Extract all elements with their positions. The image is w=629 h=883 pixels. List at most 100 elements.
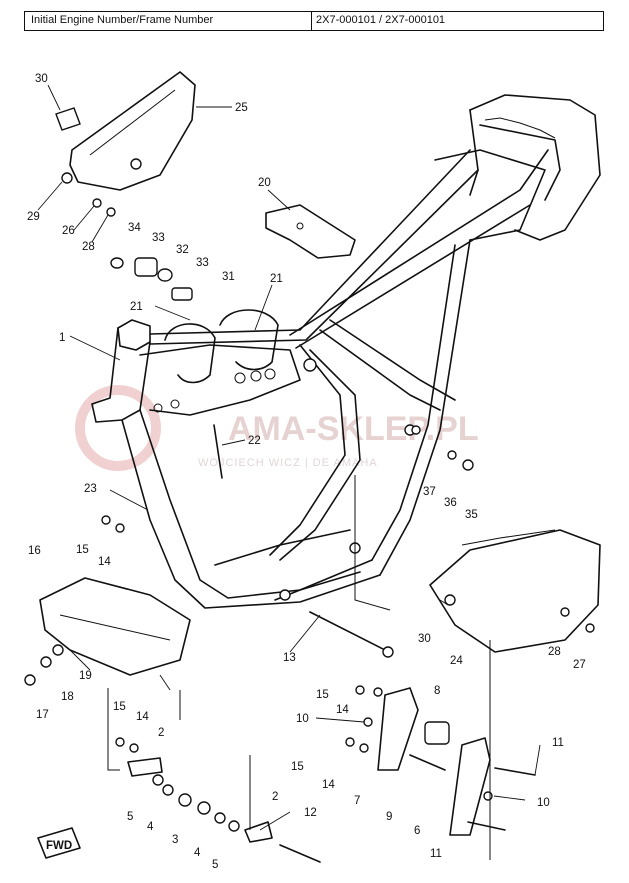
rear-crossbar-dots <box>484 117 556 139</box>
callout-9: 9 <box>386 811 392 823</box>
group-line <box>354 475 391 611</box>
leader-10a <box>315 717 365 723</box>
leader-30b <box>439 599 449 606</box>
bolt <box>92 198 102 208</box>
collar <box>52 644 64 656</box>
engine-mount-bolt-long <box>309 611 386 651</box>
bolt <box>462 459 474 471</box>
callout-10: 10 <box>296 713 309 725</box>
washer <box>560 607 570 617</box>
group-line <box>107 688 120 771</box>
side-cover-left <box>69 71 196 191</box>
callout-25: 25 <box>235 102 248 114</box>
forward-arrow: FWD <box>37 827 81 859</box>
callout-32: 32 <box>176 244 189 256</box>
watermark-subtext: WOJCIECH WICZ | DE AMAHA <box>198 457 378 469</box>
callouts: 30 25 29 26 28 20 34 33 32 33 31 21 21 1… <box>27 73 586 871</box>
top-tube-right-inner <box>295 204 531 349</box>
callout-17: 17 <box>36 709 49 721</box>
callout-5: 5 <box>212 859 218 871</box>
engine-bracket-left <box>377 687 419 771</box>
callout-14: 14 <box>322 779 335 791</box>
nut <box>483 791 493 801</box>
nut <box>101 515 111 525</box>
gusset-hole <box>170 399 180 409</box>
fwd-arrow-shape <box>37 827 81 859</box>
leader-22 <box>221 439 246 446</box>
head-pipe-body <box>91 327 151 423</box>
rear-crossbar <box>479 124 561 201</box>
center-down-tube <box>269 344 346 556</box>
nut <box>345 737 355 747</box>
washer <box>359 743 369 753</box>
leader-16 <box>159 674 171 691</box>
header-label: Initial Engine Number/Frame Number <box>25 12 312 30</box>
washer <box>162 784 174 796</box>
callout-14: 14 <box>136 711 149 723</box>
side-cover-right <box>429 529 601 653</box>
plate <box>127 757 163 777</box>
collar <box>424 721 450 745</box>
callout-16: 16 <box>28 545 41 557</box>
top-tube-left <box>149 149 471 335</box>
damper-pad <box>55 107 81 131</box>
callout-2: 2 <box>272 791 278 803</box>
mount-boss <box>303 358 317 372</box>
bolt <box>467 821 506 831</box>
washer <box>106 207 116 217</box>
leader-lines <box>37 84 541 831</box>
top-tube-left-inner <box>149 169 479 345</box>
rear-down-tube-inner <box>371 244 456 561</box>
bolt <box>409 754 446 771</box>
rear-frame-mid <box>434 149 546 241</box>
leader-12 <box>259 811 291 831</box>
collar <box>110 257 124 269</box>
bolt <box>494 767 536 776</box>
callout-7: 7 <box>354 795 360 807</box>
bottom-cross-member <box>214 529 351 566</box>
callout-34: 34 <box>128 222 141 234</box>
grommet <box>444 594 456 606</box>
tank-bracket-rear <box>219 309 279 371</box>
callout-33: 33 <box>152 232 165 244</box>
washer <box>152 774 164 786</box>
watermark-logo <box>75 385 161 471</box>
damper <box>178 793 192 807</box>
bolt <box>24 674 36 686</box>
rear-loop-left <box>469 109 479 196</box>
engine-frame-number-header: Initial Engine Number/Frame Number 2X7-0… <box>24 11 604 31</box>
grommet <box>61 172 73 184</box>
leader-23 <box>109 489 149 511</box>
callout-8: 8 <box>434 685 440 697</box>
rear-down-tube <box>379 239 471 576</box>
skid-plate-ridge <box>59 614 171 641</box>
washer <box>214 812 226 824</box>
callout-23: 23 <box>84 483 97 495</box>
bolt <box>585 623 595 633</box>
side-cover-left-edge <box>89 89 176 156</box>
callout-4: 4 <box>194 847 201 859</box>
rear-loop <box>469 94 601 241</box>
callout-5: 5 <box>127 811 133 823</box>
leader-28a <box>91 214 109 243</box>
washer <box>157 268 173 282</box>
callout-14: 14 <box>98 556 111 568</box>
leader-21a <box>254 284 273 331</box>
gusset-hole <box>264 368 276 380</box>
callout-1: 1 <box>59 332 65 344</box>
callout-18: 18 <box>61 691 74 703</box>
callout-33: 33 <box>196 257 209 269</box>
leader-10b <box>493 795 526 801</box>
seat-stay <box>329 319 456 401</box>
callout-15: 15 <box>76 544 89 556</box>
damper <box>197 801 211 815</box>
skid-plate <box>39 577 191 676</box>
bolt-head <box>382 646 394 658</box>
front-down-tube-inner <box>139 409 373 599</box>
bolt-collar <box>171 287 193 301</box>
callout-11: 11 <box>552 737 564 749</box>
leader-1 <box>69 335 121 361</box>
plate <box>244 821 273 843</box>
